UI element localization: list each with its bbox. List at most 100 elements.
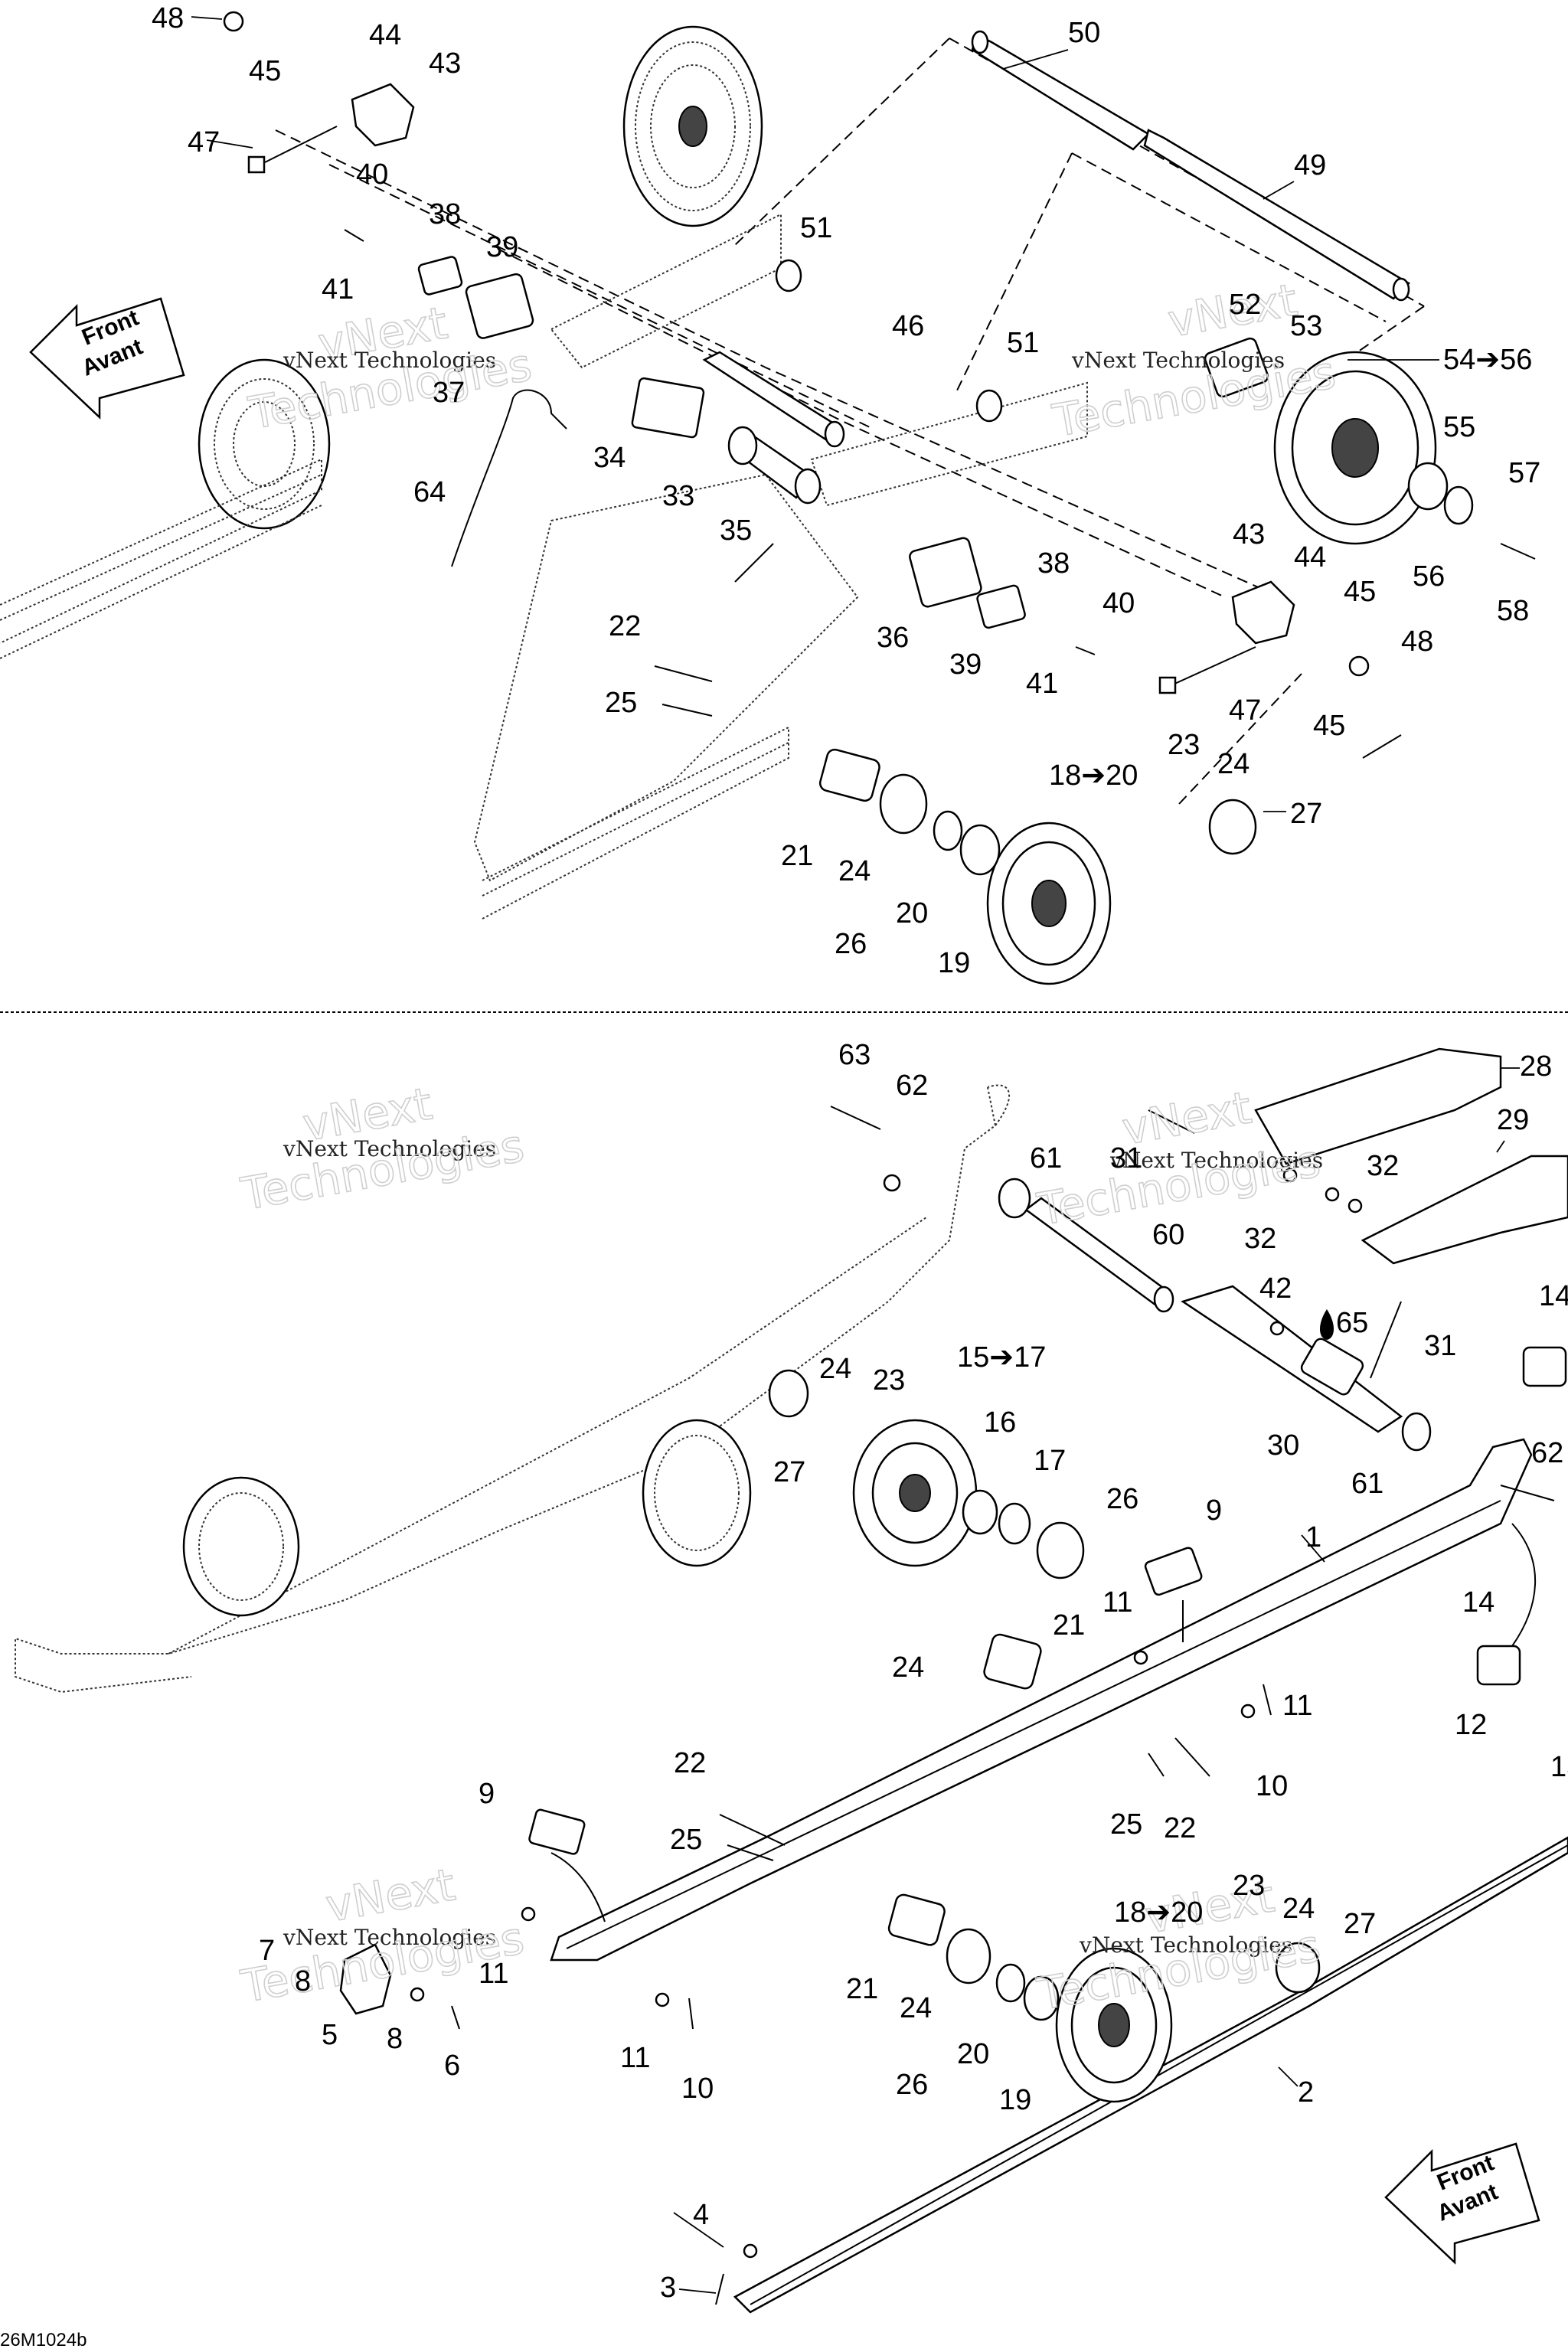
callout-19-b: 19 xyxy=(999,2084,1031,2116)
callout-12: 12 xyxy=(1455,1709,1487,1741)
callout-27-b: 27 xyxy=(773,1456,805,1488)
callout-55: 55 xyxy=(1443,411,1475,443)
arrow-30 xyxy=(1370,1301,1402,1379)
callout-24-b: 24 xyxy=(819,1353,851,1385)
callout-43-b: 43 xyxy=(1233,518,1265,550)
rail-left-top xyxy=(0,458,322,659)
callout-16: 16 xyxy=(984,1406,1016,1439)
callout-2: 2 xyxy=(1298,2076,1314,2109)
washers-bottom xyxy=(410,1168,1363,2259)
callout-3: 3 xyxy=(660,2272,676,2304)
callout-50: 50 xyxy=(1068,17,1100,49)
callout-38-top: 38 xyxy=(429,198,461,230)
callout-46: 46 xyxy=(892,310,924,342)
ring-56 xyxy=(1443,485,1474,525)
spacer-52 xyxy=(1204,337,1269,398)
callout-9-a: 9 xyxy=(1206,1494,1222,1527)
axle-21-b xyxy=(983,1633,1042,1690)
callout-60: 60 xyxy=(1152,1219,1184,1251)
stopper-14 xyxy=(1522,1346,1567,1387)
bearing-19-b xyxy=(1023,1975,1060,2021)
arrow-12 xyxy=(1511,1523,1536,1647)
callout-47-top: 47 xyxy=(188,126,220,158)
bushing-61-a xyxy=(998,1178,1031,1219)
reference-code: 26M1024b xyxy=(0,2330,87,2350)
arm-29 xyxy=(1361,1155,1568,1265)
callout-7: 7 xyxy=(259,1935,275,1967)
bolts-top xyxy=(247,126,1536,717)
callout-28: 28 xyxy=(1520,1050,1552,1083)
axle-21-top xyxy=(818,748,880,802)
svg-text:vNext Technologies: vNext Technologies xyxy=(283,1136,496,1161)
callout-8-a: 8 xyxy=(295,1965,311,1998)
grease-nipple-42 xyxy=(1269,1321,1285,1336)
callout-40-top: 40 xyxy=(356,158,388,191)
callout-13: 13 xyxy=(1550,1751,1568,1783)
front-badge-bottom: Front Avant xyxy=(1384,2142,1540,2265)
callout-58: 58 xyxy=(1497,595,1529,627)
block-34 xyxy=(631,377,705,439)
callout-25-top: 25 xyxy=(605,687,637,719)
arrow-9-rail xyxy=(550,1852,606,1922)
bracket-43-44-top xyxy=(351,83,1295,645)
wheel-15-17 xyxy=(852,1419,978,1567)
stopper-12 xyxy=(1476,1645,1521,1686)
callout-53: 53 xyxy=(1290,310,1322,342)
callout-63: 63 xyxy=(838,1039,871,1071)
callout-18-20-top: 18➔20 xyxy=(1049,760,1138,792)
callout-38-b: 38 xyxy=(1037,547,1070,580)
callout-49: 49 xyxy=(1294,149,1326,181)
callout-24-d: 24 xyxy=(900,1992,932,2024)
watermark-3: vNext vNext Technologies Technologies xyxy=(237,1077,528,1221)
slide-rail-1 xyxy=(550,1438,1533,1962)
callout-45-top: 45 xyxy=(249,55,281,87)
bracket-36 xyxy=(909,537,982,608)
bottom-assembly xyxy=(15,1047,1568,2314)
callout-23-b: 23 xyxy=(873,1364,905,1396)
bar-30 xyxy=(1181,1285,1403,1433)
nut-48-top xyxy=(223,11,244,32)
idler-wheel-54-56 xyxy=(1273,351,1437,545)
callout-1: 1 xyxy=(1305,1521,1321,1553)
shaft-60 xyxy=(1024,1197,1174,1313)
cap-27-c xyxy=(1275,1942,1321,1994)
rear-frame-left xyxy=(15,1084,1010,1694)
callout-22-top: 22 xyxy=(609,610,641,642)
cap-27-b xyxy=(768,1369,809,1418)
callout-62-b: 62 xyxy=(1531,1437,1563,1469)
callout-36: 36 xyxy=(877,622,909,654)
grease-drop-icon xyxy=(1319,1309,1334,1340)
callout-19-top: 19 xyxy=(938,947,970,979)
rail-right-top xyxy=(482,726,789,920)
callout-57: 57 xyxy=(1508,457,1540,489)
drive-sprocket-top xyxy=(622,25,763,227)
front-badge-top: Front Avant xyxy=(29,297,185,420)
callout-32-b: 32 xyxy=(1244,1223,1276,1255)
svg-text:vNext Technologies: vNext Technologies xyxy=(283,348,496,373)
ring-20-b xyxy=(995,1963,1026,2003)
callouts-bottom: 63 62 61 60 31 32 32 28 29 42 65 31 14 6… xyxy=(259,1039,1568,2304)
callout-21-c: 21 xyxy=(846,1973,878,2005)
callout-20-top: 20 xyxy=(896,897,928,929)
washer-51-b xyxy=(975,389,1003,423)
callout-48-top: 48 xyxy=(152,2,184,34)
bearing-16 xyxy=(962,1489,998,1535)
callout-34: 34 xyxy=(593,442,626,474)
sprocket-bottom-b xyxy=(182,1476,300,1617)
ring-20-top xyxy=(933,810,963,851)
callout-11-c: 11 xyxy=(479,1958,508,1990)
callout-61-b: 61 xyxy=(1351,1468,1383,1500)
callout-24-c: 24 xyxy=(892,1651,924,1684)
tube-35 xyxy=(727,426,822,505)
seal-26-b xyxy=(1036,1521,1085,1579)
callout-30: 30 xyxy=(1267,1429,1299,1462)
callout-56: 56 xyxy=(1413,560,1445,593)
callout-35: 35 xyxy=(720,514,752,547)
callout-20-b: 20 xyxy=(957,2038,989,2070)
callout-4: 4 xyxy=(693,2199,709,2231)
callout-54-56: 54➔56 xyxy=(1443,344,1532,376)
callout-27-top: 27 xyxy=(1290,798,1322,830)
callout-41-top: 41 xyxy=(322,273,354,305)
callout-39-b: 39 xyxy=(949,648,982,681)
